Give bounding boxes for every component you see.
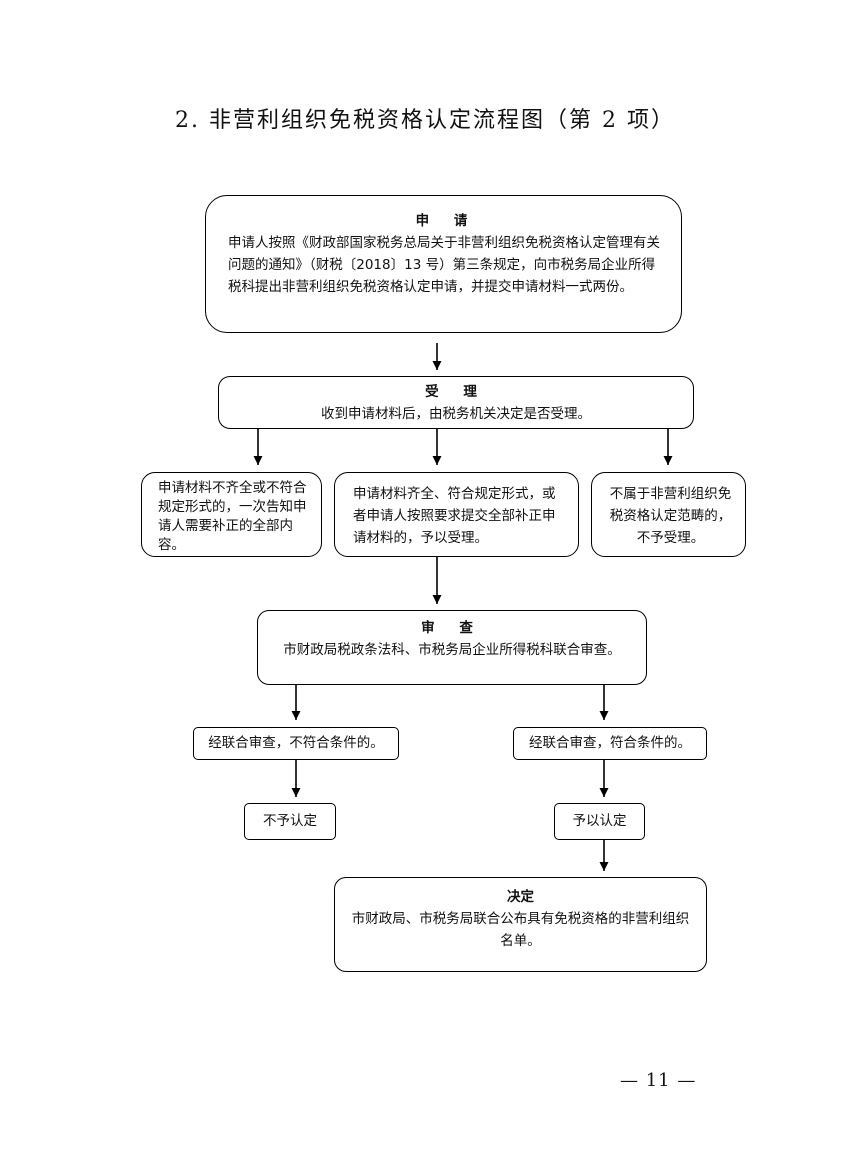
node-incomplete-text: 申请材料不齐全或不符合规定形式的，一次告知申请人需要补正的全部内容。 (158, 480, 307, 553)
node-apply-heading: 申 请 (415, 213, 478, 229)
node-decision-text: 市财政局、市税务局联合公布具有免税资格的非营利组织名单。 (351, 911, 690, 949)
node-accept: 受 理 收到申请材料后，由税务机关决定是否受理。 (218, 376, 694, 429)
node-apply-text: 申请人按照《财政部国家税务总局关于非营利组织免税资格认定管理有关问题的通知》（财… (228, 235, 660, 295)
node-pass: 经联合审查，符合条件的。 (513, 727, 707, 760)
node-grant-text: 予以认定 (572, 813, 627, 829)
node-incomplete: 申请材料不齐全或不符合规定形式的，一次告知申请人需要补正的全部内容。 (141, 472, 322, 557)
node-fail-text: 经联合审查，不符合条件的。 (208, 735, 384, 751)
node-not-applicable-text: 不属于非营利组织免税资格认定范畴的，不予受理。 (609, 486, 732, 546)
node-deny-text: 不予认定 (263, 813, 317, 829)
node-fail: 经联合审查，不符合条件的。 (193, 727, 399, 760)
node-review: 审 查 市财政局税政条法科、市税务局企业所得税科联合审查。 (257, 610, 647, 685)
node-review-text: 市财政局税政条法科、市税务局企业所得税科联合审查。 (283, 642, 621, 658)
node-decision: 决定 市财政局、市税务局联合公布具有免税资格的非营利组织名单。 (334, 877, 707, 972)
node-accept-text: 收到申请材料后，由税务机关决定是否受理。 (321, 406, 591, 422)
node-complete-text: 申请材料齐全、符合规定形式，或者申请人按照要求提交全部补正申请材料的，予以受理。 (353, 486, 556, 546)
node-complete: 申请材料齐全、符合规定形式，或者申请人按照要求提交全部补正申请材料的，予以受理。 (334, 472, 579, 557)
node-pass-text: 经联合审查，符合条件的。 (529, 735, 691, 751)
page-title: 2. 非营利组织免税资格认定流程图（第 2 项） (175, 108, 675, 133)
node-grant: 予以认定 (554, 803, 645, 840)
node-deny: 不予认定 (244, 803, 336, 840)
page-number: — 11 — (620, 1070, 697, 1091)
node-decision-heading: 决定 (507, 889, 534, 905)
node-review-heading: 审 查 (421, 620, 483, 636)
node-not-applicable: 不属于非营利组织免税资格认定范畴的，不予受理。 (591, 472, 746, 557)
node-accept-heading: 受 理 (425, 384, 487, 400)
node-apply: 申 请 申请人按照《财政部国家税务总局关于非营利组织免税资格认定管理有关问题的通… (205, 195, 682, 333)
